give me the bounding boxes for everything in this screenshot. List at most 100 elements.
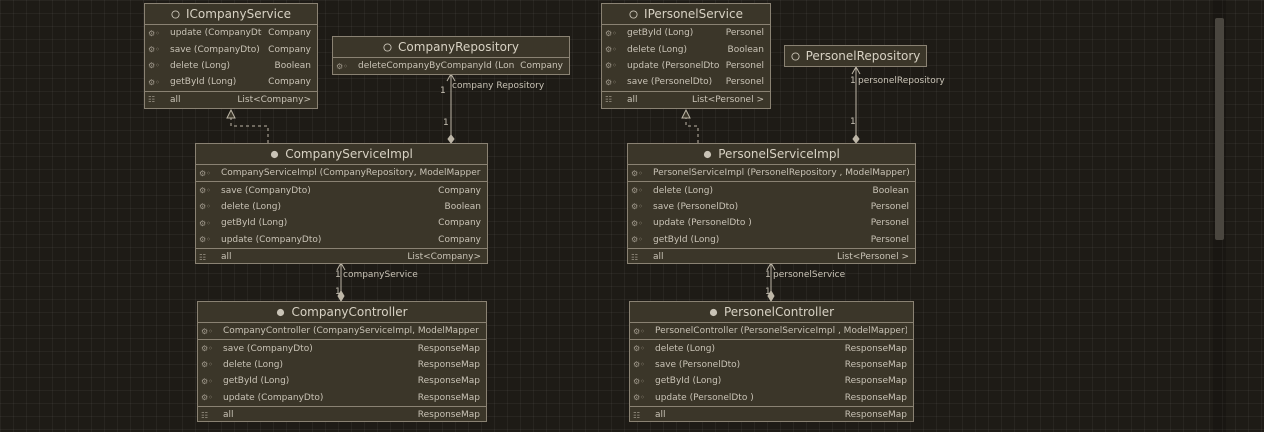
realization-personel-arrowhead — [681, 108, 691, 119]
method-icon: ⚙◦ — [148, 45, 160, 55]
method-row[interactable]: ⚙◦delete (Long)Boolean — [602, 41, 770, 57]
personelcontroller-node[interactable]: PersonelController ⚙◦PersonelController … — [629, 301, 914, 422]
company-service-label: companyService — [343, 270, 418, 280]
method-row[interactable]: ⚙◦delete (Long)Boolean — [196, 199, 487, 215]
method-row[interactable]: ⚙◦delete (Long)Boolean — [145, 58, 317, 74]
methods-section: ⚙◦save (CompanyDto)ResponseMap ⚙◦delete … — [198, 340, 486, 407]
methods-section: ⚙◦ delete (Long) Boolean ⚙◦save (PersonelD… — [628, 182, 915, 249]
method-type: ResponseMap — [844, 392, 907, 403]
constructor-icon: ⚙◦ — [201, 326, 213, 336]
method-row[interactable]: ⚙◦update (CompanyDto)Company — [145, 25, 317, 41]
constructor-row[interactable]: ⚙◦PersonelController (PersonelServiceImp… — [630, 323, 913, 339]
method-name: delete (Long) — [627, 44, 688, 55]
method-row[interactable]: ⚙◦delete (Long)Boolean — [628, 182, 915, 198]
node-title: CompanyController — [291, 305, 408, 319]
method-row[interactable]: ⚙◦ save (PersonelDto) ResponseMap — [630, 357, 913, 373]
class-icon — [709, 308, 718, 316]
method-icon: ⚙◦ — [631, 202, 643, 212]
method-row[interactable]: ⚙◦ update (PersonelDto ) ResponseMap — [630, 390, 913, 406]
interface-icon — [171, 9, 180, 19]
method-name: update (PersonelDto ) — [653, 218, 752, 229]
method-name: update (CompanyDto) — [223, 392, 324, 403]
personel-repository-label: personelRepository — [858, 76, 945, 86]
method-row[interactable]: ⚙◦getById (Long)Company — [145, 74, 317, 90]
method-name: update (CompanyDto) — [170, 28, 263, 39]
vertical-scrollbar-thumb[interactable] — [1215, 18, 1224, 240]
property-icon: ☷ — [201, 410, 209, 420]
property-icon: ☷ — [148, 95, 156, 105]
method-row[interactable]: ⚙◦update (CompanyDto)Company — [196, 232, 487, 248]
method-name: save (PersonelDto) — [655, 359, 741, 370]
method-icon: ⚙◦ — [633, 360, 645, 370]
method-row[interactable]: ⚙◦save (CompanyDto)Company — [145, 41, 317, 57]
method-row[interactable]: ⚙◦delete (Long)ResponseMap — [630, 340, 913, 356]
constructor-row[interactable]: ⚙◦PersonelServiceImpl (PersonelRepositor… — [628, 165, 915, 181]
methods-section: ⚙◦save (CompanyDto)Company ⚙◦delete (Lon… — [196, 182, 487, 249]
node-title: PersonelController — [723, 305, 835, 319]
method-row[interactable]: ⚙◦getById (Long)ResponseMap — [198, 373, 486, 389]
method-name: getById (Long) — [223, 376, 290, 387]
method-icon: ⚙◦ — [201, 344, 213, 354]
node-header: PersonelController — [630, 302, 913, 323]
companyrepository-node[interactable]: CompanyRepository ⚙◦deleteCompanyByCompa… — [332, 36, 570, 75]
method-type: Personel — [870, 218, 909, 229]
method-row[interactable]: ⚙◦getById (Long)Personel — [602, 25, 770, 41]
constructor-row[interactable]: ⚙◦CompanyController (CompanyServiceImpl,… — [198, 323, 486, 339]
method-row[interactable]: ⚙◦delete (Long)ResponseMap — [198, 357, 486, 373]
realization-personel-edge — [685, 112, 699, 143]
method-type: Boolean — [872, 185, 909, 196]
method-type: ResponseMap — [844, 359, 907, 370]
method-icon: ⚙◦ — [605, 77, 617, 87]
method-type: ResponseMap — [417, 343, 480, 354]
property-type: ResponseMap — [417, 410, 480, 421]
method-icon: ⚙◦ — [633, 344, 645, 354]
method-name: delete (Long) — [653, 185, 714, 196]
method-row[interactable]: ⚙◦getById (Long)Company — [196, 215, 487, 231]
property-name: all — [653, 252, 664, 263]
method-icon: ⚙◦ — [631, 235, 643, 245]
method-row[interactable]: ⚙◦getById (Long)ResponseMap — [630, 373, 913, 389]
property-row[interactable]: ☷ all List<Personel > — [628, 249, 915, 265]
personelrepository-node[interactable]: PersonelRepository — [784, 45, 927, 67]
method-row[interactable]: ⚙◦update (PersonelDto )Personel — [628, 215, 915, 231]
method-row[interactable]: ⚙◦save (CompanyDto)ResponseMap — [198, 340, 486, 356]
method-type: ResponseMap — [417, 359, 480, 370]
personelserviceimpl-node[interactable]: PersonelServiceImpl ⚙◦PersonelServiceImp… — [627, 143, 916, 264]
method-row[interactable]: ⚙◦update (CompanyDto)ResponseMap — [198, 390, 486, 406]
method-icon: ⚙◦ — [633, 393, 645, 403]
companycontroller-node[interactable]: CompanyController ⚙◦CompanyController (C… — [197, 301, 487, 422]
method-row[interactable]: ⚙◦save (PersonelDto)Personel — [628, 199, 915, 215]
company-service-diamond — [337, 290, 345, 302]
personel-service-mult: 1 — [765, 270, 771, 280]
constructor-section: ⚙◦PersonelController (PersonelServiceImp… — [630, 323, 913, 341]
property-icon: ☷ — [633, 410, 641, 420]
property-name: all — [655, 410, 666, 421]
property-row[interactable]: ☷ all ResponseMap — [198, 407, 486, 423]
method-row[interactable]: ⚙◦deleteCompanyByCompanyId (Long)Company — [333, 58, 569, 74]
ipersonelservice-node[interactable]: IPersonelService ⚙◦getById (Long)Persone… — [601, 3, 771, 109]
method-row[interactable]: ⚙◦getById (Long)Personel — [628, 232, 915, 248]
method-icon: ⚙◦ — [605, 28, 617, 38]
personel-repository-mult-end: 1 — [850, 117, 856, 127]
method-row[interactable]: ⚙◦update (PersonelDto )Personel — [602, 58, 770, 74]
method-row[interactable]: ⚙◦save (PersonelDto)Personel — [602, 74, 770, 90]
property-icon: ☷ — [631, 252, 639, 262]
node-header: ICompanyService — [145, 4, 317, 25]
interface-icon — [629, 9, 638, 19]
property-type: List<Personel > — [837, 252, 909, 263]
company-repository-mult-end: 1 — [443, 118, 449, 128]
icompanyservice-node[interactable]: ICompanyService ⚙◦update (CompanyDto)Com… — [144, 3, 318, 109]
methods-section: ⚙◦update (CompanyDto)Company ⚙◦save (Com… — [145, 25, 317, 92]
companyserviceimpl-node[interactable]: CompanyServiceImpl ⚙◦CompanyServiceImpl … — [195, 143, 488, 264]
method-row[interactable]: ⚙◦save (CompanyDto)Company — [196, 182, 487, 198]
constructor-row[interactable]: ⚙◦CompanyServiceImpl (CompanyRepository,… — [196, 165, 487, 181]
method-icon: ⚙◦ — [633, 376, 645, 386]
method-name: update (PersonelDto ) — [655, 392, 754, 403]
property-name: all — [223, 410, 234, 421]
realization-company-arrowhead — [226, 108, 236, 119]
method-type: Boolean — [274, 60, 311, 71]
